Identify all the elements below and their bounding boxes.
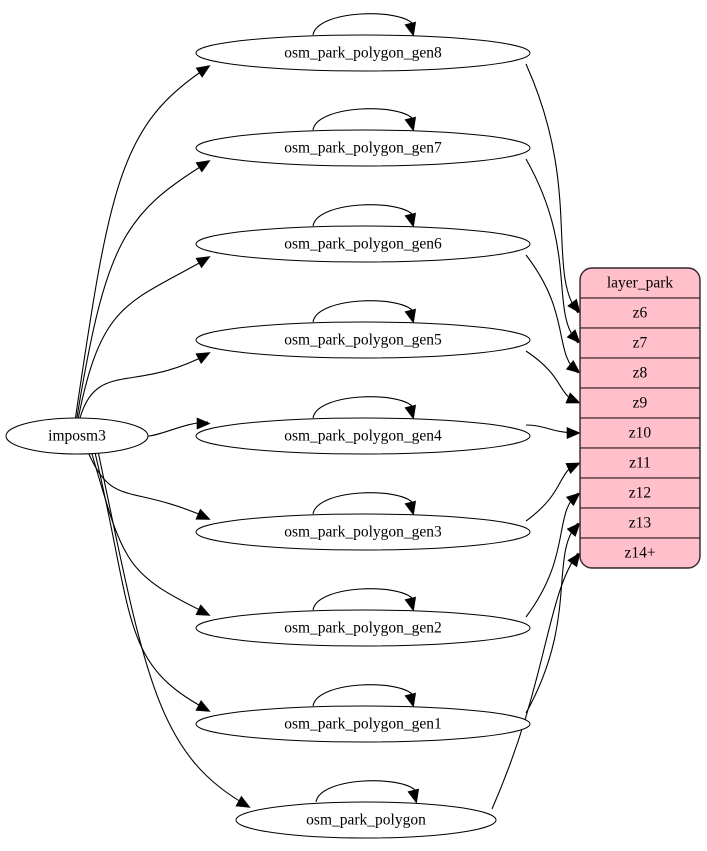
edge-arrowhead xyxy=(565,392,581,404)
source-node-group: imposm3 xyxy=(5,417,149,455)
node-gen2[interactable]: osm_park_polygon_gen2 xyxy=(195,609,531,647)
layer-table-row-z9[interactable]: z9 xyxy=(580,387,700,419)
edge-gen6-to-z8 xyxy=(525,254,579,374)
layer-table-row-z8[interactable]: z8 xyxy=(580,357,700,389)
self-loop-edges xyxy=(312,13,420,804)
node-gen2-shape[interactable] xyxy=(195,609,531,647)
self-loop-gen7 xyxy=(312,108,414,131)
node-gen8-shape[interactable] xyxy=(195,34,531,72)
edge-imposm3-to-gen1 xyxy=(94,452,209,711)
self-loop-gen2 xyxy=(312,588,414,611)
edges-to-layer-park xyxy=(491,63,581,810)
edge-arrowhead xyxy=(566,329,581,344)
edge-arrowhead xyxy=(195,352,211,365)
self-loop-gen6 xyxy=(312,204,414,227)
edge-arrowhead xyxy=(404,212,417,228)
self-loop-gen3 xyxy=(312,492,414,515)
layer-table-outline xyxy=(579,267,701,569)
layer-table-row-z14+-cell[interactable] xyxy=(580,537,700,568)
node-gen7[interactable]: osm_park_polygon_gen7 xyxy=(195,129,531,167)
edge-gen1-to-z13 xyxy=(525,522,579,714)
layer-table-header-cell xyxy=(580,268,700,299)
edge-arrowhead xyxy=(195,508,211,520)
edge-imposm3-to-gen6 xyxy=(77,257,209,420)
edge-arrowhead xyxy=(567,298,581,314)
node-base-shape[interactable] xyxy=(235,801,497,839)
self-loop-base xyxy=(315,780,417,803)
node-gen6-shape[interactable] xyxy=(195,225,531,263)
edge-base-to-z14+ xyxy=(491,552,579,810)
edge-gen2-to-z12 xyxy=(525,492,579,618)
edge-arrowhead xyxy=(196,417,211,430)
node-gen3-shape[interactable] xyxy=(195,513,531,551)
node-imposm3-shape[interactable] xyxy=(5,417,149,455)
edge-arrowhead xyxy=(404,308,417,324)
edge-arrowhead xyxy=(235,795,251,808)
self-loop-gen8 xyxy=(312,13,414,36)
node-gen3[interactable]: osm_park_polygon_gen3 xyxy=(195,513,531,551)
layer-table-row-z11-cell[interactable] xyxy=(580,447,700,479)
edge-arrowhead xyxy=(567,552,581,568)
layer-table-row-z6-cell[interactable] xyxy=(580,297,700,329)
edge-arrowhead xyxy=(195,65,211,78)
edge-arrowhead xyxy=(404,404,417,420)
node-gen7-shape[interactable] xyxy=(195,129,531,167)
edge-arrowhead xyxy=(404,692,417,708)
layer-table-row-z9-cell[interactable] xyxy=(580,387,700,419)
edge-arrowhead xyxy=(404,116,417,132)
node-gen6[interactable]: osm_park_polygon_gen6 xyxy=(195,225,531,263)
edge-arrowhead xyxy=(404,500,417,516)
node-gen4[interactable]: osm_park_polygon_gen4 xyxy=(195,417,531,455)
edge-imposm3-to-gen3 xyxy=(87,452,209,519)
layer-table-row-z12[interactable]: z12 xyxy=(580,477,700,509)
edge-arrowhead xyxy=(565,360,581,374)
layer-table-row-z11[interactable]: z11 xyxy=(580,447,700,479)
self-loop-gen5 xyxy=(312,300,414,323)
edge-arrowhead xyxy=(565,462,581,474)
layer-table-row-z13-cell[interactable] xyxy=(580,507,700,539)
self-loop-gen4 xyxy=(312,396,414,419)
edge-imposm3-to-gen7 xyxy=(76,161,209,420)
edge-gen7-to-z7 xyxy=(525,158,579,344)
edge-arrowhead xyxy=(195,256,211,269)
node-imposm3[interactable]: imposm3 xyxy=(5,417,149,455)
edge-arrowhead xyxy=(565,492,581,507)
node-gen8[interactable]: osm_park_polygon_gen8 xyxy=(195,34,531,72)
layer-table-row-z10[interactable]: z10 xyxy=(580,417,700,449)
node-gen5[interactable]: osm_park_polygon_gen5 xyxy=(195,321,531,359)
edge-imposm3-to-base xyxy=(97,452,249,807)
edge-arrowhead xyxy=(195,604,211,616)
edge-arrowhead xyxy=(566,427,581,439)
edge-imposm3-to-gen5 xyxy=(79,353,209,420)
edge-imposm3-to-gen2 xyxy=(91,452,209,615)
node-gen4-shape[interactable] xyxy=(195,417,531,455)
node-gen5-shape[interactable] xyxy=(195,321,531,359)
layer-table-row-z12-cell[interactable] xyxy=(580,477,700,509)
node-gen1-shape[interactable] xyxy=(195,705,531,743)
edge-arrowhead xyxy=(404,596,417,612)
edge-arrowhead xyxy=(566,522,581,537)
process-nodes: osm_park_polygon_gen8 osm_park_polygon_ge… xyxy=(195,34,531,839)
layer-table-row-z8-cell[interactable] xyxy=(580,357,700,389)
node-base[interactable]: osm_park_polygon xyxy=(235,801,497,839)
layer-table-row-z10-cell[interactable] xyxy=(580,417,700,449)
edge-arrowhead xyxy=(195,160,211,173)
node-gen1[interactable]: osm_park_polygon_gen1 xyxy=(195,705,531,743)
layer-table-row-z6[interactable]: z6 xyxy=(580,297,700,329)
edges-from-imposm3 xyxy=(74,65,251,808)
edge-imposm3-to-gen8 xyxy=(74,66,209,420)
edge-gen8-to-z6 xyxy=(525,63,579,314)
layer-table-row-z13[interactable]: z13 xyxy=(580,507,700,539)
edge-arrowhead xyxy=(195,700,211,712)
layer-table-row-z7-cell[interactable] xyxy=(580,327,700,359)
layer-table-header: layer_park xyxy=(580,268,700,299)
self-loop-gen1 xyxy=(312,684,414,707)
edge-arrowhead xyxy=(407,788,420,804)
layer-table-row-z14+[interactable]: z14+ xyxy=(580,537,700,568)
layer-table-row-z7[interactable]: z7 xyxy=(580,327,700,359)
edge-arrowhead xyxy=(404,21,417,37)
